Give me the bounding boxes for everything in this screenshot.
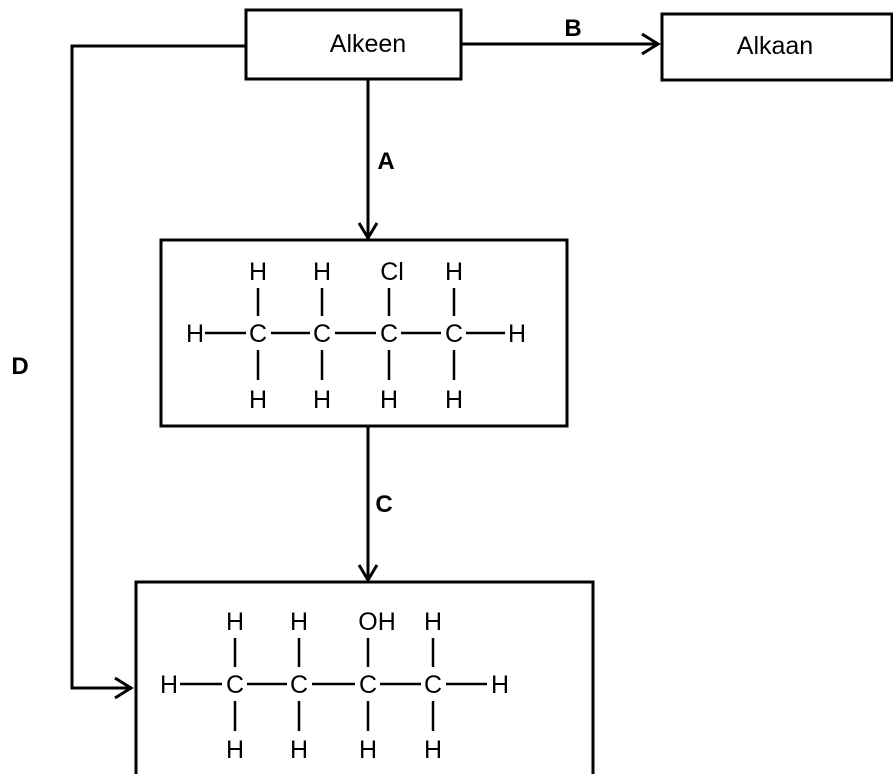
butanol-carbon: C <box>290 671 308 699</box>
butanol-box: H H H H OH H C C C C H H H H <box>134 580 595 774</box>
chlorobutane-carbon: C <box>313 320 331 348</box>
butanol-bottom-atom: H <box>424 736 442 764</box>
arrow-d-label: D <box>11 353 28 380</box>
butanol-carbon: C <box>226 671 244 699</box>
alkene-box: Alkeen <box>244 8 463 81</box>
alkane-label: Alkaan <box>737 32 813 60</box>
arrow-c: C <box>357 426 393 583</box>
arrow-a: A <box>357 79 395 241</box>
chlorobutane-top-atom: H <box>249 258 267 286</box>
butanol-left-h: H <box>160 671 178 699</box>
chlorobutane-bottom-atom: H <box>313 386 331 414</box>
butanol-bottom-atom: H <box>290 736 308 764</box>
butanol-bottom-atom: H <box>359 736 377 764</box>
butanol-top-atom: OH <box>358 608 396 636</box>
butanol-carbon: C <box>359 671 377 699</box>
chlorobutane-carbon: C <box>380 320 398 348</box>
arrow-b-label: B <box>564 15 581 42</box>
chlorobutane-top-atom: Cl <box>380 258 404 286</box>
butanol-top-atom: H <box>424 608 442 636</box>
alkane-box: Alkaan <box>660 12 893 82</box>
chlorobutane-structure <box>205 288 505 380</box>
chlorobutane-carbon: C <box>249 320 267 348</box>
alkene-label: Alkeen <box>330 30 406 58</box>
arrow-c-label: C <box>375 491 392 518</box>
chlorobutane-top-atom: H <box>445 258 463 286</box>
butanol-carbon: C <box>424 671 442 699</box>
chlorobutane-bottom-atom: H <box>445 386 463 414</box>
arrow-b: B <box>461 15 661 56</box>
butanol-top-atom: H <box>290 608 308 636</box>
chlorobutane-right-h: H <box>508 320 526 348</box>
butanol-bottom-atom: H <box>226 736 244 764</box>
butanol-right-h: H <box>491 671 509 699</box>
chlorobutane-left-h: H <box>186 320 204 348</box>
arrow-a-label: A <box>377 148 394 175</box>
chlorobutane-top-atom: H <box>313 258 331 286</box>
chlorobutane-bottom-atom: H <box>380 386 398 414</box>
chlorobutane-bottom-atom: H <box>249 386 267 414</box>
arrow-d: D <box>11 44 246 700</box>
butanol-structure <box>180 638 487 731</box>
chlorobutane-carbon: C <box>445 320 463 348</box>
chlorobutane-box: H H H H Cl H C C C C H H H H <box>159 238 569 428</box>
butanol-top-atom: H <box>226 608 244 636</box>
